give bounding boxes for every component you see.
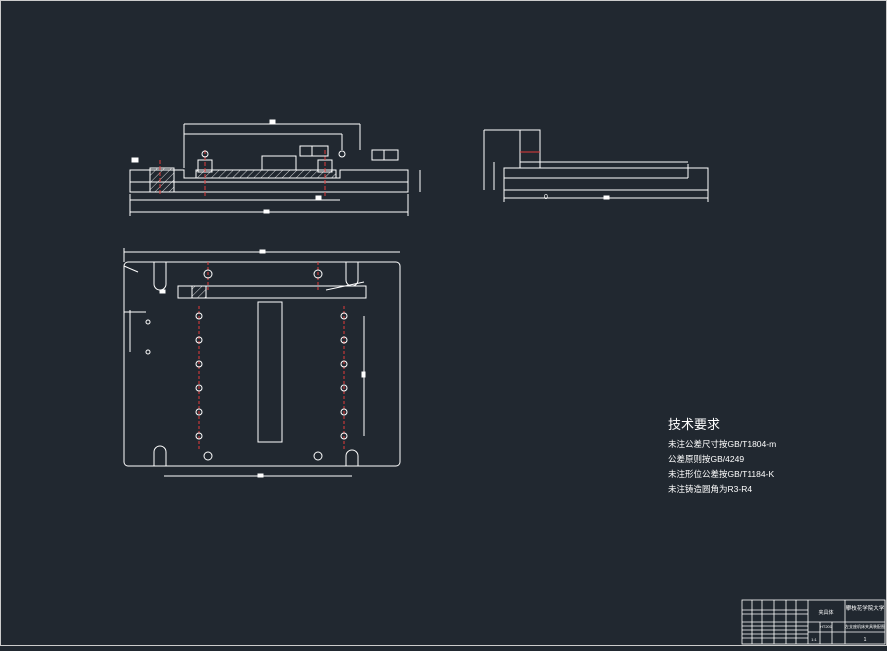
technical-requirement-line: 未注形位公差按GB/T1184-K (668, 469, 775, 479)
technical-requirements: 技术要求 未注公差尺寸按GB/T1804-m 公差原则按GB/4249 未注形位… (668, 414, 776, 497)
plan-holes (145, 269, 348, 461)
top-view (123, 248, 401, 478)
title-block-sheet: 1 (864, 637, 867, 643)
u-slot-top-right (345, 262, 359, 287)
u-slot-bottom-right (345, 449, 359, 466)
technical-requirement-line: 未注公差尺寸按GB/T1804-m (668, 439, 777, 449)
section-hatch (195, 169, 337, 179)
hole-right (338, 150, 346, 158)
technical-requirements-title: 技术要求 (668, 417, 721, 432)
title-block-part-name: 左支座机床夹具装配图 (845, 623, 885, 629)
side-dimension-mark: 0 (544, 194, 548, 201)
title-block-scale: 1:1 (811, 637, 817, 642)
title-block-school: 攀枝花学院大学 (846, 604, 885, 612)
base-plate-outline (129, 169, 409, 193)
title-block-material: HT200 (820, 624, 833, 629)
plan-plate-outline (123, 261, 401, 467)
center-block (261, 155, 297, 171)
side-upright (519, 129, 541, 168)
side-plate (503, 167, 709, 191)
tolerance-frame-2 (371, 149, 399, 161)
left-slot-hatch (149, 167, 175, 193)
u-slot-top-left (153, 262, 167, 291)
title-block (741, 599, 886, 645)
u-slot-bottom-left (153, 445, 167, 466)
tolerance-frame (299, 145, 329, 157)
plan-centerlines (198, 262, 345, 450)
plan-center-slot (257, 301, 283, 443)
technical-requirement-line: 公差原则按GB/4249 (668, 454, 745, 464)
side-view (483, 129, 709, 202)
hole-left (201, 150, 209, 158)
technical-requirement-line: 未注铸造圆角为R3-R4 (668, 484, 753, 494)
front-view (129, 119, 421, 216)
title-block-drawing-name: 夹具体 (818, 609, 833, 616)
plan-cross-bar (177, 285, 367, 299)
